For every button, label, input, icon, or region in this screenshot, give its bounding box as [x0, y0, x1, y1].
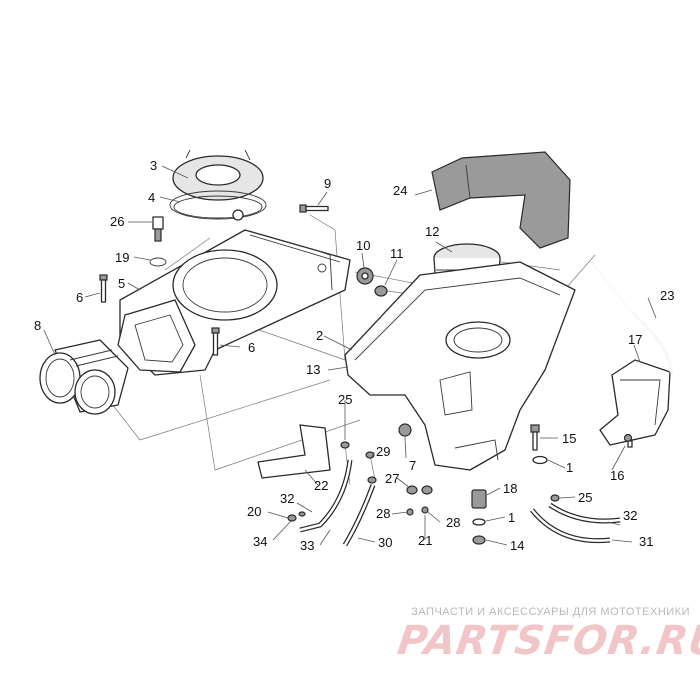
- intake-boot-pair: [39, 339, 129, 415]
- callout-17: 17: [628, 332, 642, 347]
- bolt-left: [99, 274, 108, 303]
- callout-13: 13: [306, 362, 320, 377]
- grommet: [356, 267, 374, 285]
- watermark-logo: PARTSFOR.RU: [394, 618, 700, 664]
- hose-23: [591, 261, 673, 376]
- rubber-damper: [471, 489, 487, 545]
- hose-33: [299, 459, 353, 533]
- bracket: [599, 359, 671, 446]
- callout-32-left: 32: [280, 491, 294, 506]
- callout-26: 26: [110, 214, 124, 229]
- callout-19: 19: [115, 250, 129, 265]
- hose-30: [342, 484, 376, 547]
- callout-7: 7: [409, 458, 416, 473]
- callout-9: 9: [324, 176, 331, 191]
- airbox-cover: [117, 229, 351, 376]
- tagline: ЗАПЧАСТИ И АКСЕССУАРЫ ДЛЯ МОТОТЕХНИКИ: [411, 606, 690, 618]
- hose-31-32: [530, 502, 621, 544]
- callout-33: 33: [300, 538, 314, 553]
- callout-10: 10: [356, 238, 370, 253]
- clip: [374, 285, 388, 297]
- callout-11: 11: [390, 246, 404, 261]
- callout-31: 31: [639, 534, 653, 549]
- o-ring: [149, 257, 167, 267]
- callout-28-left: 28: [376, 506, 390, 521]
- leader-lines: [43, 165, 657, 546]
- callout-15: 15: [562, 431, 576, 446]
- callout-20: 20: [247, 504, 261, 519]
- callout-25-right: 25: [578, 490, 592, 505]
- sensor: [152, 216, 164, 242]
- foam-filter: [431, 151, 571, 249]
- callout-3: 3: [150, 158, 157, 173]
- clamp-ring: [169, 190, 267, 221]
- airbox-body: [344, 261, 576, 471]
- callout-24: 24: [393, 183, 407, 198]
- assembly-guide-lines: [104, 214, 596, 486]
- callout-21: 21: [418, 533, 432, 548]
- callout-29: 29: [376, 444, 390, 459]
- callout-1-bottom: 1: [508, 510, 515, 525]
- callout-30: 30: [378, 535, 392, 550]
- callout-27: 27: [385, 471, 399, 486]
- callout-5: 5: [118, 276, 125, 291]
- callout-6-left: 6: [76, 290, 83, 305]
- callout-32-right: 32: [623, 508, 637, 523]
- callout-22: 22: [314, 478, 328, 493]
- callout-23: 23: [660, 288, 674, 303]
- callout-4: 4: [148, 190, 155, 205]
- drain-flap: [257, 424, 331, 479]
- screw-small: [623, 433, 633, 448]
- callout-34: 34: [253, 534, 267, 549]
- callout-labels: 3 4 26 19 6 5 6 8 9 10 11 24 12 2 13 23 …: [34, 158, 674, 553]
- ring-plate: [172, 149, 264, 201]
- callout-18: 18: [503, 481, 517, 496]
- bolt-right: [530, 424, 548, 465]
- callout-14: 14: [510, 538, 524, 553]
- bolt-center: [211, 327, 220, 356]
- callout-2: 2: [316, 328, 323, 343]
- callout-12: 12: [425, 224, 439, 239]
- callout-16: 16: [610, 468, 624, 483]
- callout-28-right: 28: [446, 515, 460, 530]
- callout-1-right: 1: [566, 460, 573, 475]
- callout-8: 8: [34, 318, 41, 333]
- callout-25-left: 25: [338, 392, 352, 407]
- callout-6-center: 6: [248, 340, 255, 355]
- bolt-top: [299, 204, 329, 213]
